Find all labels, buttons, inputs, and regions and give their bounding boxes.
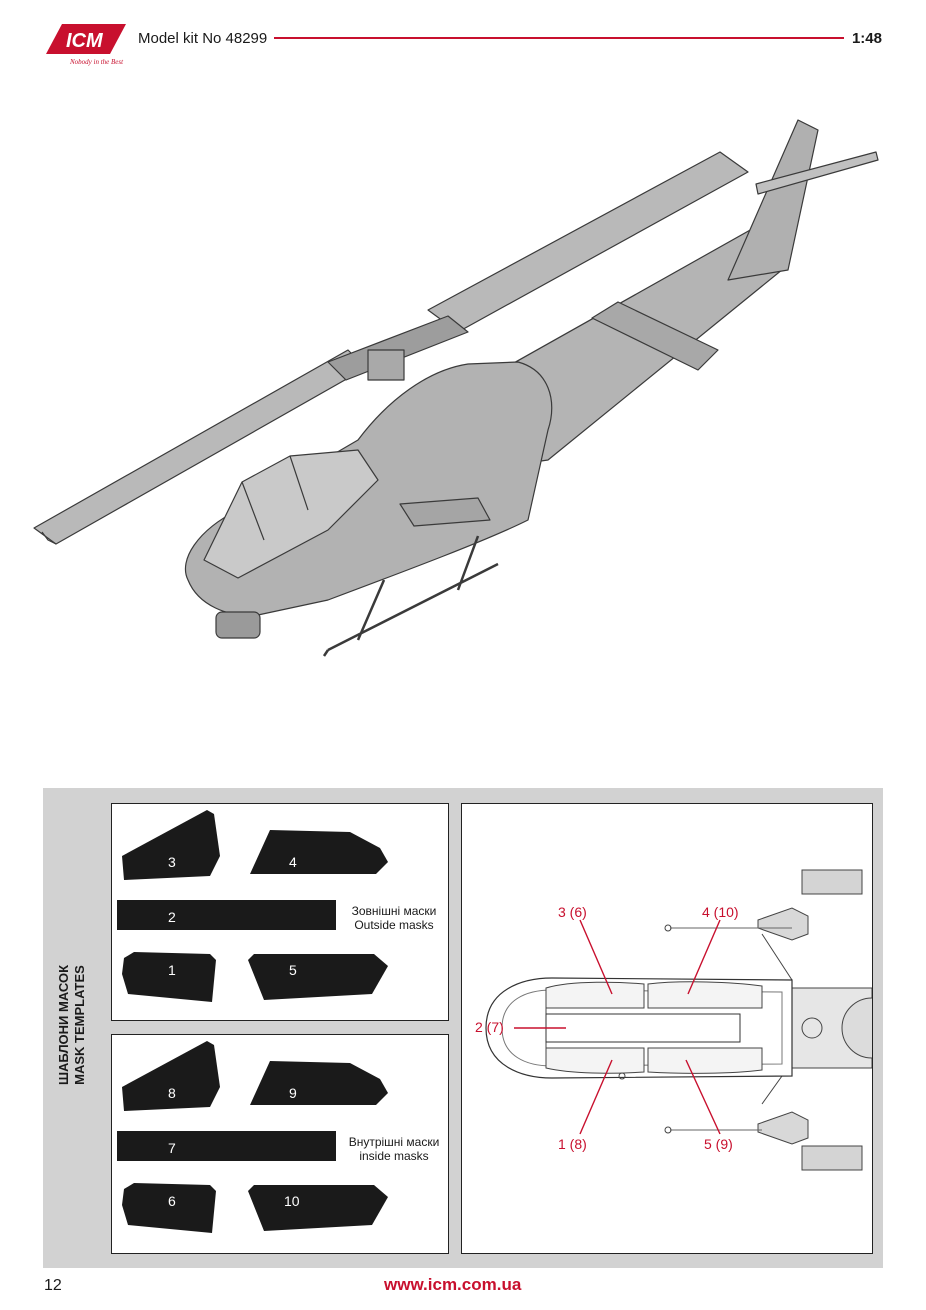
callout-line-5-9 — [685, 1059, 721, 1135]
mask-shape-5 — [248, 954, 388, 1000]
mask-shape-9 — [250, 1061, 388, 1105]
callout-line-1-8 — [579, 1059, 613, 1135]
page-number: 12 — [44, 1277, 62, 1294]
callout-5-9: 5 (9) — [704, 1136, 733, 1152]
nose-turret — [215, 611, 261, 639]
header-rule — [274, 37, 844, 39]
mask-label-2: 2 — [168, 909, 176, 925]
callout-2-7: 2 (7) — [475, 1019, 504, 1035]
mask-label-10: 10 — [284, 1193, 300, 1209]
outside-mask-shapes — [117, 810, 388, 1002]
canopy-top-view — [485, 869, 872, 1171]
mask-shape-4 — [250, 830, 388, 874]
landing-skid — [327, 535, 499, 652]
mask-shape-8 — [122, 1041, 220, 1111]
callout-4-10: 4 (10) — [702, 904, 739, 920]
mask-label-8: 8 — [168, 1085, 176, 1101]
outside-masks-caption: Зовнішні маски Outside masks — [334, 904, 454, 932]
callout-1-8: 1 (8) — [558, 1136, 587, 1152]
mask-label-3: 3 — [168, 854, 176, 870]
mask-shape-7 — [117, 1131, 336, 1161]
header-title: Model kit No 48299 — [138, 30, 268, 47]
outside-caption-en: Outside masks — [354, 918, 434, 932]
outside-caption-ua: Зовнішні маски — [351, 904, 437, 918]
svg-text:ICM: ICM — [66, 30, 104, 52]
inside-masks-caption: Внутрішні маски inside masks — [334, 1135, 454, 1163]
mask-placement-diagram: 3 (6) 4 (10) 2 (7) 1 (8) 5 (9) — [461, 803, 873, 1254]
mask-label-7: 7 — [168, 1140, 176, 1156]
icm-logo: ICM Nobody in the Best — [46, 24, 126, 66]
inside-caption-ua: Внутрішні маски — [348, 1135, 440, 1149]
mask-templates-side-label: ШАБЛОНИ МАСОК MASK TEMPLATES — [52, 940, 92, 1110]
stub-wing — [399, 497, 491, 527]
mask-label-9: 9 — [289, 1085, 297, 1101]
mask-shape-3 — [122, 810, 220, 880]
side-label-en: MASK TEMPLATES — [72, 965, 87, 1085]
mask-shape-6 — [122, 1183, 216, 1233]
canopy — [203, 449, 379, 579]
footer-website-link[interactable]: www.icm.com.ua — [384, 1275, 522, 1294]
inside-masks-box: 8 9 7 6 10 Внутрішні маски inside masks — [111, 1034, 449, 1254]
horizontal-stabilizer — [591, 301, 719, 371]
outside-masks-box: 3 4 2 1 5 Зовнішні маски Outside masks — [111, 803, 449, 1021]
tail-fin — [727, 119, 819, 281]
callout-line-4-10 — [687, 919, 721, 995]
callout-3-6: 3 (6) — [558, 904, 587, 920]
helicopter-illustration — [33, 119, 879, 657]
callout-line-3-6 — [579, 919, 613, 995]
mask-label-6: 6 — [168, 1193, 176, 1209]
mask-label-4: 4 — [289, 854, 297, 870]
tail-rotor — [755, 151, 879, 195]
mask-shape-10 — [248, 1185, 388, 1231]
inside-mask-shapes — [117, 1041, 388, 1233]
side-label-ua: ШАБЛОНИ МАСОК — [56, 964, 71, 1086]
mask-label-1: 1 — [168, 962, 176, 978]
svg-text:Nobody in the Best: Nobody in the Best — [69, 58, 124, 66]
mask-shape-2 — [117, 900, 336, 930]
rotor-hub — [327, 315, 469, 381]
inside-caption-en: inside masks — [359, 1149, 429, 1163]
mask-shape-1 — [122, 952, 216, 1002]
mask-label-5: 5 — [289, 962, 297, 978]
header-scale: 1:48 — [851, 30, 882, 47]
